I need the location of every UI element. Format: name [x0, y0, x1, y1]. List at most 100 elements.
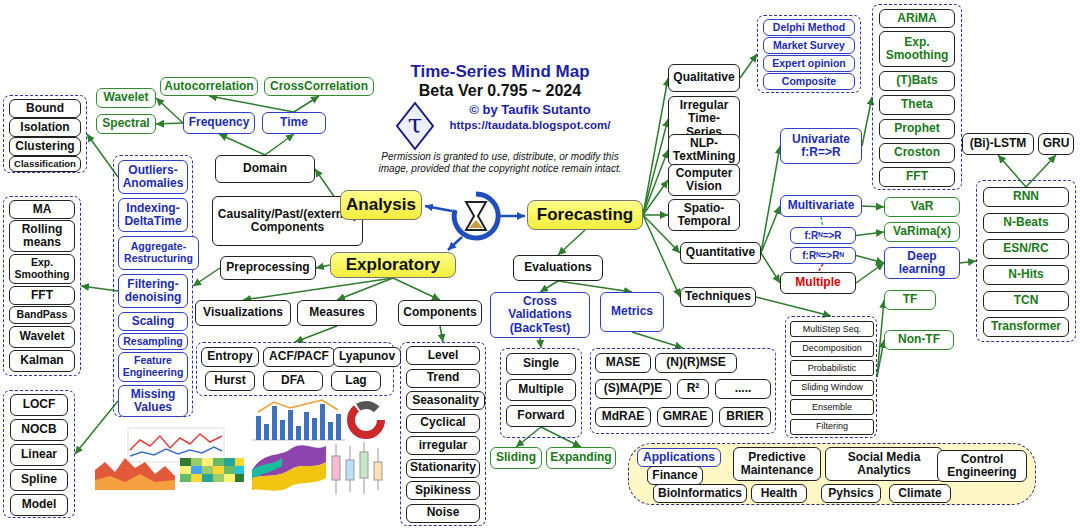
mind-map-box: ..... — [715, 379, 771, 399]
box-label: N-Hits — [1008, 268, 1043, 281]
hourglass-icon — [425, 194, 525, 250]
mind-map-box: Model — [10, 494, 68, 516]
line-chart-thumbnail — [130, 434, 222, 450]
box-label: Spectral — [102, 117, 149, 130]
box-label: Multiple — [795, 276, 840, 289]
mind-map-box: ARiMA — [879, 9, 955, 28]
connector-arrow — [643, 214, 668, 216]
header-note: τ — [401, 109, 429, 139]
bar-chart-thumbnail — [288, 410, 293, 440]
connector-arrow — [541, 427, 581, 447]
heatmap-thumbnail — [224, 466, 235, 474]
box-label: Domain — [243, 162, 287, 175]
box-label: Social Media Analytics — [829, 451, 939, 478]
mind-map-box: VaR — [884, 197, 960, 217]
connector-arrow — [440, 326, 443, 342]
mind-map-box: Forecasting — [527, 200, 643, 230]
box-label: Evaluations — [524, 261, 591, 274]
box-label: Computer Vision — [672, 167, 736, 194]
heatmap-thumbnail — [213, 474, 224, 482]
box-label: Predictive Maintenance — [737, 451, 817, 478]
box-label: (T)Bats — [896, 74, 937, 87]
connector-arrow — [818, 264, 823, 272]
box-label: Health — [761, 487, 798, 500]
header-note: © by Taufik Sutanto — [425, 102, 635, 117]
mind-map-box: Hurst — [205, 371, 255, 391]
box-label: Expanding — [550, 451, 611, 464]
mind-map-box: Spline — [10, 469, 68, 491]
connector-arrow — [337, 278, 393, 300]
box-label: Trend — [427, 371, 460, 384]
group-box: LOCFNOCBLinearSplineModel — [3, 390, 75, 518]
mind-map-box: Spectral — [96, 114, 156, 134]
box-label: Metrics — [611, 305, 653, 318]
heatmap-thumbnail — [235, 474, 244, 482]
box-label: Outliers- Anomalies — [122, 164, 184, 191]
mind-map-box: Missing Values — [118, 385, 188, 417]
box-label: Climate — [898, 487, 941, 500]
line-chart-thumbnail — [128, 428, 224, 462]
mind-map-box: Stationarity — [406, 459, 480, 478]
mind-map-box: TCN — [983, 291, 1069, 311]
area-chart-thumbnail — [95, 458, 175, 490]
box-label: ARiMA — [897, 12, 936, 25]
box-label: Bound — [26, 102, 64, 115]
mind-map-box: Theta — [879, 95, 955, 115]
heatmap-thumbnail — [213, 466, 224, 474]
box-label: GMRAE — [663, 410, 708, 423]
mind-map-box: Croston — [879, 143, 955, 163]
mind-map-box: Preprocessing — [220, 256, 316, 280]
box-label: Scaling — [132, 315, 175, 328]
box-label: Finance — [652, 469, 697, 482]
box-label: (S)MA(P)E — [604, 382, 663, 395]
box-label: BandPass — [17, 309, 68, 321]
box-label: Lag — [345, 374, 366, 387]
logo-diamond — [397, 103, 433, 149]
box-label: Autocorrelation — [164, 80, 253, 93]
mind-map-box: VaRima(x) — [884, 222, 960, 242]
box-label: Exp. Smoothing — [13, 257, 71, 281]
mind-map-box: Seasonality — [406, 391, 485, 410]
boxplot-thumbnail — [346, 460, 354, 480]
box-label: Level — [428, 349, 459, 362]
mind-map-box: LOCF — [10, 394, 68, 416]
hourglass-icon — [469, 220, 483, 228]
mind-map-box: Finance — [647, 466, 703, 485]
mind-map-box: Deep learning — [884, 247, 960, 279]
group-box: SingleMultipleForward — [500, 348, 582, 438]
mind-map-box: N-Beats — [983, 213, 1069, 233]
box-label: Transformer — [991, 320, 1061, 333]
connector-arrow — [294, 96, 319, 112]
box-label: Seasonality — [412, 394, 479, 407]
mind-map-box: Aggregate- Restructuring — [118, 236, 199, 270]
area-chart-thumbnail — [95, 474, 175, 490]
hourglass-icon — [466, 202, 486, 230]
box-label: Applications — [643, 451, 715, 464]
boxplot-thumbnail — [332, 456, 340, 480]
heatmap-thumbnail — [213, 458, 224, 466]
mind-map-box: ESN/RC — [983, 239, 1069, 259]
box-label: Model — [22, 498, 57, 511]
mind-map-box: Lag — [331, 371, 381, 391]
heatmap-thumbnail — [180, 458, 244, 482]
boxplot-thumbnail — [360, 452, 368, 478]
mind-map-box: Filtering — [790, 419, 874, 435]
hourglass-icon — [500, 215, 525, 218]
box-label: Spikiness — [415, 484, 471, 497]
box-label: Frequency — [189, 116, 250, 129]
box-label: Filtering- denoising — [122, 278, 184, 305]
area-chart-thumbnail — [95, 458, 175, 490]
mind-map-box: Control Engineering — [937, 450, 1027, 482]
box-label: Spatio- Temporal — [672, 202, 736, 229]
mind-map-box: Forward — [506, 405, 576, 427]
group-box: MARolling meansExp. SmoothingFFTBandPass… — [3, 196, 81, 376]
mind-map-box: Techniques — [680, 287, 756, 307]
mind-map-box: Transformer — [983, 317, 1069, 337]
mind-map-box: MultiStep Seq. — [790, 321, 874, 337]
bar-chart-thumbnail — [258, 400, 338, 412]
mind-map-box: Measures — [297, 300, 377, 326]
box-label: Ensemble — [812, 402, 852, 412]
header-note: Beta Ver 0.795 ~ 2024 — [380, 82, 620, 100]
connector-arrow — [960, 261, 976, 263]
